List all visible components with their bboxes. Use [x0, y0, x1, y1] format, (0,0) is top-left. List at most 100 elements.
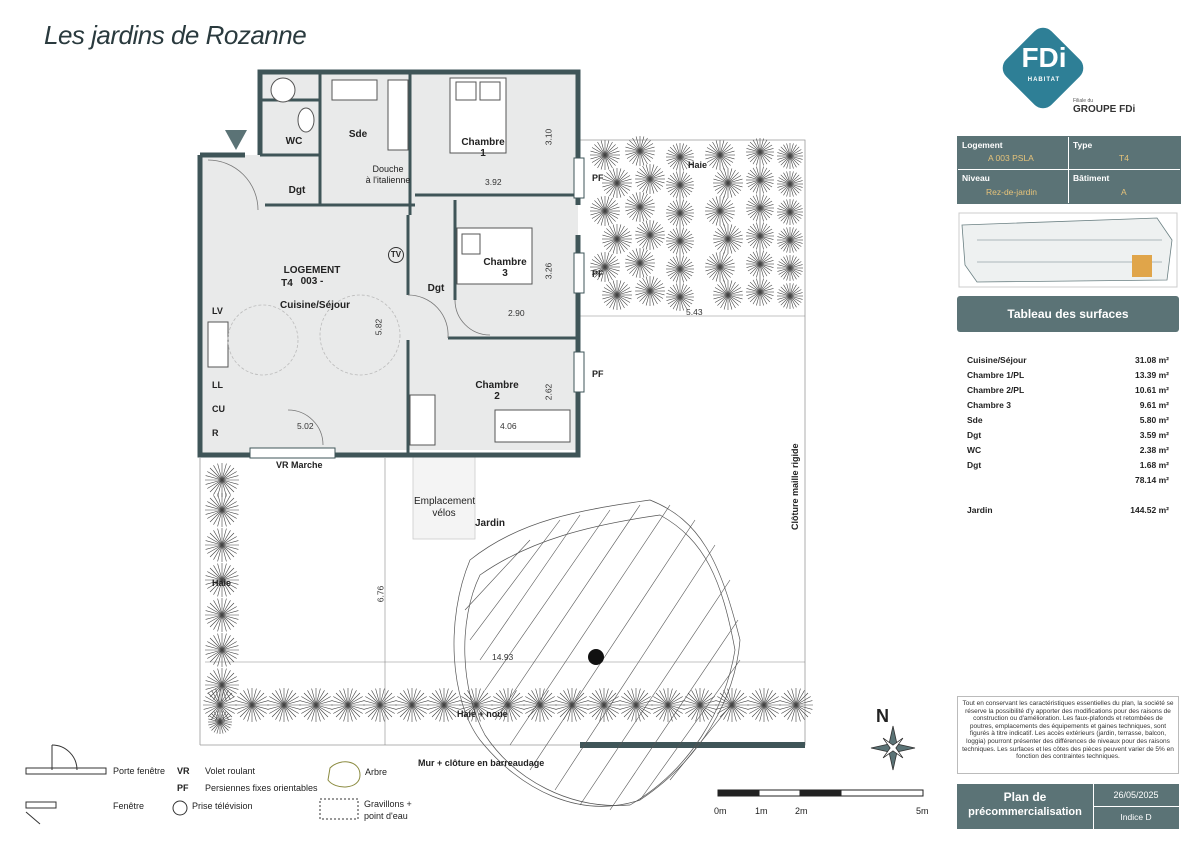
surface-value: 13.39 m²: [1134, 370, 1169, 380]
hedge-bush: [705, 196, 735, 226]
hedge-bush: [205, 463, 239, 497]
scale-2: 2m: [795, 806, 808, 816]
chambre1-label: Chambre 1: [461, 137, 505, 159]
hedge-bush: [363, 688, 397, 722]
haie-label: Haie: [688, 160, 708, 170]
dim-543: 5.43: [686, 307, 703, 317]
niveau-key: Niveau: [962, 173, 990, 183]
surface-name: Chambre 3: [967, 400, 1011, 410]
surface-name: WC: [967, 445, 982, 455]
hedge-bush: [491, 688, 525, 722]
hedge-bush: [602, 280, 632, 310]
hedge-bush: [587, 688, 621, 722]
hedge-bush: [205, 528, 239, 562]
footer-plan-1: Plan de: [1003, 790, 1047, 804]
hedge-bush: [746, 194, 774, 222]
hedge-bush: [602, 168, 632, 198]
floor-plan: [25, 69, 924, 825]
logo-text: FDi: [1021, 42, 1067, 73]
hedge-bush: [635, 220, 665, 250]
hedge-bush: [779, 688, 813, 722]
surface-row: Chambre 2/PL 10.61 m²: [967, 385, 1169, 395]
hedge-bush: [331, 688, 365, 722]
key-plan: [958, 212, 1178, 288]
disclaimer: Tout en conservant les caractéristiques …: [957, 696, 1179, 774]
footer-date: 26/05/2025: [1113, 790, 1159, 800]
surface-value: 10.61 m²: [1134, 385, 1169, 395]
hedge-bush: [427, 688, 461, 722]
hedge-bush: [777, 227, 803, 253]
hedge-bush: [713, 224, 743, 254]
ll-label: LL: [212, 380, 223, 390]
hedge-bush: [777, 143, 803, 169]
surface-row: Chambre 1/PL 13.39 m²: [967, 370, 1169, 380]
hedge-bush: [666, 227, 694, 255]
velos-label: Emplacement: [414, 496, 476, 507]
hedge-bush: [746, 166, 774, 194]
haie-noue-label: Haie + noue: [457, 709, 508, 719]
surface-value: 31.08 m²: [1134, 355, 1169, 365]
douche-label: Douche: [372, 164, 404, 174]
fdi-logo: [1002, 27, 1084, 109]
hedge-bush: [635, 164, 665, 194]
surfaces-total: 78.14 m²: [1134, 475, 1169, 485]
surface-value: 1.68 m²: [1139, 460, 1169, 470]
jardin-value: 144.52 m²: [1130, 505, 1169, 515]
scale-0: 0m: [714, 806, 727, 816]
logement-val: A 003 PSLA: [988, 153, 1034, 163]
hedge-bush: [459, 688, 493, 722]
hedge-bush: [746, 250, 774, 278]
chambre2-label: Chambre 2: [475, 380, 519, 402]
hedge-bush: [666, 171, 694, 199]
type-key: Type: [1073, 140, 1093, 150]
surface-value: 5.80 m²: [1139, 415, 1169, 425]
surface-name: Dgt: [967, 460, 982, 470]
logement-key: Logement: [962, 140, 1003, 150]
hedge-bush: [777, 199, 803, 225]
type-val: T4: [1119, 153, 1129, 163]
hedge-bush: [205, 633, 239, 667]
hedge-bush: [713, 280, 743, 310]
dim-310: 3.10: [543, 128, 554, 146]
hedge-bush: [746, 138, 774, 166]
filiale-label: Filiale du: [1073, 98, 1094, 104]
surface-name: Chambre 2/PL: [967, 385, 1025, 395]
hedge-bush: [683, 688, 717, 722]
surfaces-title: Tableau des surfaces: [957, 296, 1179, 332]
hedge-bush: [666, 143, 694, 171]
hedge-bush: [635, 276, 665, 306]
hedge-bush: [625, 192, 655, 222]
surface-name: Chambre 1/PL: [967, 370, 1025, 380]
surface-row: Dgt 1.68 m²: [967, 460, 1169, 470]
surface-row: WC 2.38 m²: [967, 445, 1169, 455]
jardin-name: Jardin: [967, 505, 993, 515]
hedge-bush: [746, 222, 774, 250]
hedge-bush: [666, 199, 694, 227]
hedge-bush: [666, 283, 694, 311]
surface-value: 2.38 m²: [1139, 445, 1169, 455]
surface-name: Dgt: [967, 430, 982, 440]
wc-label: WC: [285, 136, 303, 147]
legend-arbre: Arbre: [365, 767, 388, 777]
hedge-bush: [777, 171, 803, 197]
hedge-bush: [590, 196, 620, 226]
footer-divider-h: [1093, 806, 1179, 807]
dim-502: 5.02: [297, 421, 314, 431]
scale-1: 1m: [755, 806, 768, 816]
jardin-row: Jardin 144.52 m²: [967, 505, 1169, 515]
legend-pf-key: PF: [177, 783, 189, 793]
hedge-bush: [651, 688, 685, 722]
hedge-bush: [267, 688, 301, 722]
hedge-bush: [746, 278, 774, 306]
hedge-bush: [208, 710, 232, 734]
batiment-val: A: [1121, 187, 1127, 197]
dim-392: 3.92: [485, 177, 502, 187]
hedge-bush: [747, 688, 781, 722]
legend-gravillons: Gravillons +: [364, 799, 412, 809]
project-title: Les jardins de Rozanne: [44, 20, 307, 50]
sde-label: Sde: [348, 129, 368, 140]
dgt1-label: Dgt: [288, 185, 306, 196]
